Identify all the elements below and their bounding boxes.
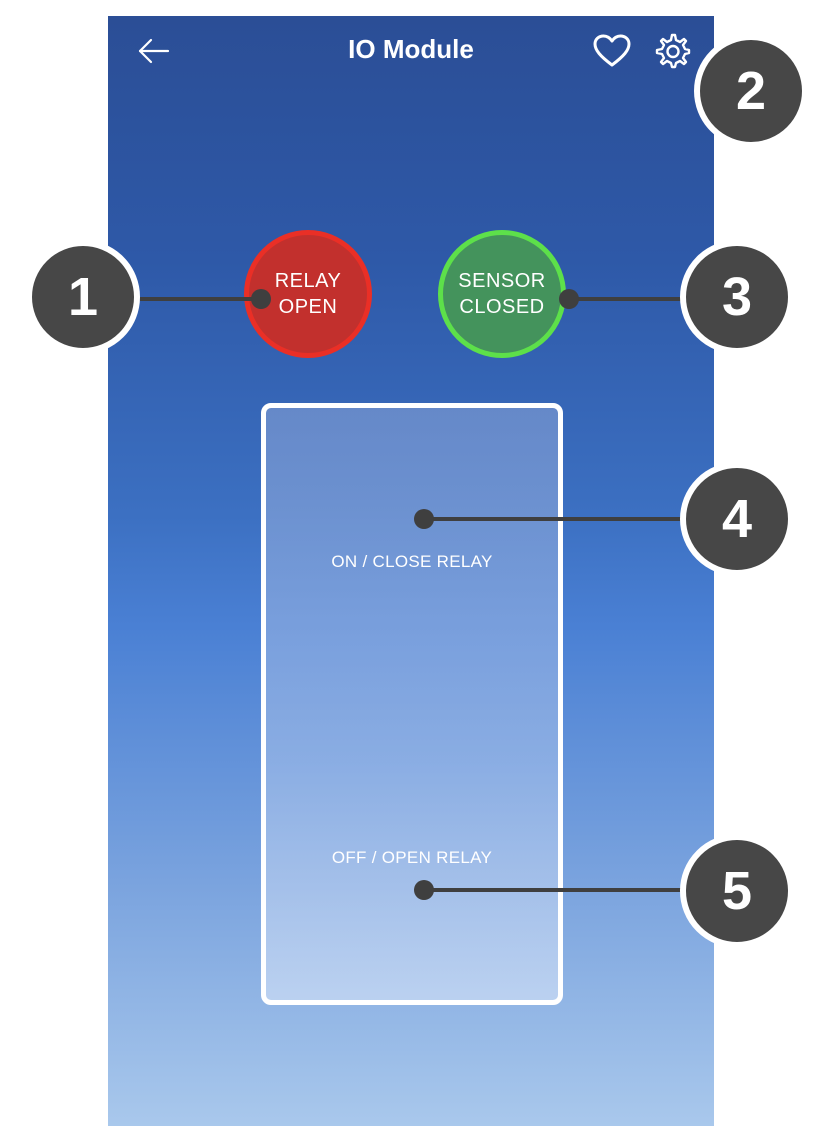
sensor-status-label: SENSOR xyxy=(458,270,546,292)
callout-line-1 xyxy=(140,297,262,301)
sensor-status-indicator: SENSOR CLOSED xyxy=(438,230,566,358)
callout-dot-3 xyxy=(559,289,579,309)
off-open-relay-button[interactable]: OFF / OPEN RELAY xyxy=(331,848,493,867)
on-close-relay-button[interactable]: ON / CLOSE RELAY xyxy=(331,552,493,571)
sensor-status-value: CLOSED xyxy=(459,296,545,318)
relay-switch-panel[interactable]: ON / CLOSE RELAY OFF / OPEN RELAY xyxy=(261,403,563,1005)
callout-marker-2: 2 xyxy=(694,34,808,148)
navigation-bar: IO Module xyxy=(108,16,714,82)
callout-dot-4 xyxy=(414,509,434,529)
callout-line-3 xyxy=(570,297,690,301)
back-button[interactable] xyxy=(136,36,172,66)
callout-marker-5: 5 xyxy=(680,834,794,948)
callout-line-4 xyxy=(424,517,690,521)
app-screen: IO Module RELAY OPEN SENSOR CLOSED ON / xyxy=(108,16,714,1126)
callout-dot-1 xyxy=(251,289,271,309)
callout-line-5 xyxy=(424,888,690,892)
relay-status-label: RELAY xyxy=(274,270,342,292)
relay-status-value: OPEN xyxy=(278,296,338,318)
callout-dot-5 xyxy=(414,880,434,900)
gear-icon xyxy=(655,33,691,69)
settings-button[interactable] xyxy=(653,32,691,70)
callout-marker-1: 1 xyxy=(26,240,140,354)
arrow-left-icon xyxy=(138,38,170,64)
page-title: IO Module xyxy=(348,34,474,64)
heart-icon xyxy=(593,34,631,67)
favorite-button[interactable] xyxy=(592,34,632,68)
callout-marker-3: 3 xyxy=(680,240,794,354)
callout-marker-4: 4 xyxy=(680,462,794,576)
